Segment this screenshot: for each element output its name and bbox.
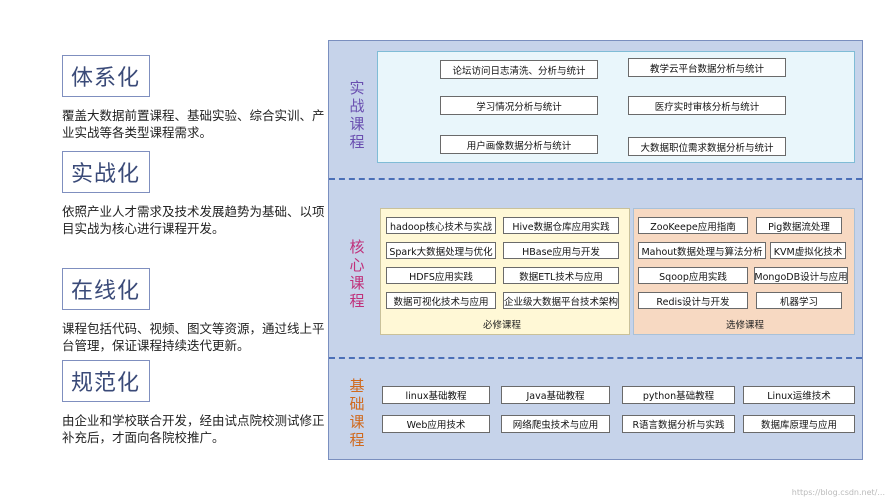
course-item: Java基础教程 xyxy=(501,386,610,404)
feature-desc: 覆盖大数据前置课程、基础实验、综合实训、产业实战等各类型课程需求。 xyxy=(62,108,325,140)
course-item: linux基础教程 xyxy=(382,386,490,404)
watermark: https://blog.csdn.net/... xyxy=(791,488,885,497)
course-item: 数据库原理与应用 xyxy=(743,415,855,433)
feature-title: 在线化 xyxy=(62,268,151,310)
feature-desc: 依照产业人才需求及技术发展趋势为基础、以项目实战为核心进行课程开发。 xyxy=(62,204,325,236)
course-item: Hive数据仓库应用实践 xyxy=(503,217,619,234)
course-item: MongoDB设计与应用 xyxy=(754,267,848,284)
course-item: 医疗实时审核分析与统计 xyxy=(628,96,786,115)
feature-title: 规范化 xyxy=(62,360,151,402)
feature-block: 实战化 依照产业人才需求及技术发展趋势为基础、以项目实战为核心进行课程开发。 xyxy=(62,151,332,237)
section-label-practice: 实战课程 xyxy=(349,79,365,151)
curriculum-panel: 实战课程 论坛访问日志清洗、分析与统计 教学云平台数据分析与统计 学习情况分析与… xyxy=(328,40,863,460)
course-item: 数据ETL技术与应用 xyxy=(503,267,619,284)
feature-title: 体系化 xyxy=(62,55,151,97)
section-divider xyxy=(329,357,862,359)
feature-block: 体系化 覆盖大数据前置课程、基础实验、综合实训、产业实战等各类型课程需求。 xyxy=(62,55,332,141)
course-item: Pig数据流处理 xyxy=(756,217,842,234)
course-item: 机器学习 xyxy=(756,292,842,309)
course-item: 大数据职位需求数据分析与统计 xyxy=(628,137,786,156)
course-item: 用户画像数据分析与统计 xyxy=(440,135,598,154)
course-item: 教学云平台数据分析与统计 xyxy=(628,58,786,77)
section-divider xyxy=(329,178,862,180)
feature-block: 在线化 课程包括代码、视频、图文等资源，通过线上平台管理，保证课程持续迭代更新。 xyxy=(62,268,332,354)
feature-desc: 课程包括代码、视频、图文等资源，通过线上平台管理，保证课程持续迭代更新。 xyxy=(62,321,325,353)
course-item: 数据可视化技术与应用 xyxy=(386,292,496,309)
course-item: KVM虚拟化技术 xyxy=(770,242,846,259)
feature-title: 实战化 xyxy=(62,151,151,193)
course-item: HBase应用与开发 xyxy=(503,242,619,259)
course-item: Spark大数据处理与优化 xyxy=(386,242,496,259)
course-item: Linux运维技术 xyxy=(743,386,855,404)
course-item: Mahout数据处理与算法分析 xyxy=(638,242,766,259)
course-item: HDFS应用实践 xyxy=(386,267,496,284)
course-item: 学习情况分析与统计 xyxy=(440,96,598,115)
course-item: R语言数据分析与实践 xyxy=(622,415,735,433)
course-item: 企业级大数据平台技术架构 xyxy=(503,292,619,309)
section-label-basic: 基础课程 xyxy=(349,377,365,449)
course-item: 网络爬虫技术与应用 xyxy=(501,415,610,433)
course-item: ZooKeepe应用指南 xyxy=(638,217,748,234)
required-label: 必修课程 xyxy=(483,320,522,331)
course-item: Redis设计与开发 xyxy=(638,292,748,309)
elective-label: 选修课程 xyxy=(726,320,765,331)
course-item: Sqoop应用实践 xyxy=(638,267,748,284)
required-courses-box: hadoop核心技术与实战 Hive数据仓库应用实践 Spark大数据处理与优化… xyxy=(380,208,630,335)
course-item: Web应用技术 xyxy=(382,415,490,433)
course-item: 论坛访问日志清洗、分析与统计 xyxy=(440,60,598,79)
course-item: hadoop核心技术与实战 xyxy=(386,217,496,234)
elective-courses-box: ZooKeepe应用指南 Pig数据流处理 Mahout数据处理与算法分析 KV… xyxy=(633,208,855,335)
feature-block: 规范化 由企业和学校联合开发，经由试点院校测试修正补充后，才面向各院校推广。 xyxy=(62,360,332,446)
feature-desc: 由企业和学校联合开发，经由试点院校测试修正补充后，才面向各院校推广。 xyxy=(62,413,325,445)
section-label-core: 核心课程 xyxy=(349,238,365,310)
practice-box: 论坛访问日志清洗、分析与统计 教学云平台数据分析与统计 学习情况分析与统计 医疗… xyxy=(377,51,855,163)
course-item: python基础教程 xyxy=(622,386,735,404)
